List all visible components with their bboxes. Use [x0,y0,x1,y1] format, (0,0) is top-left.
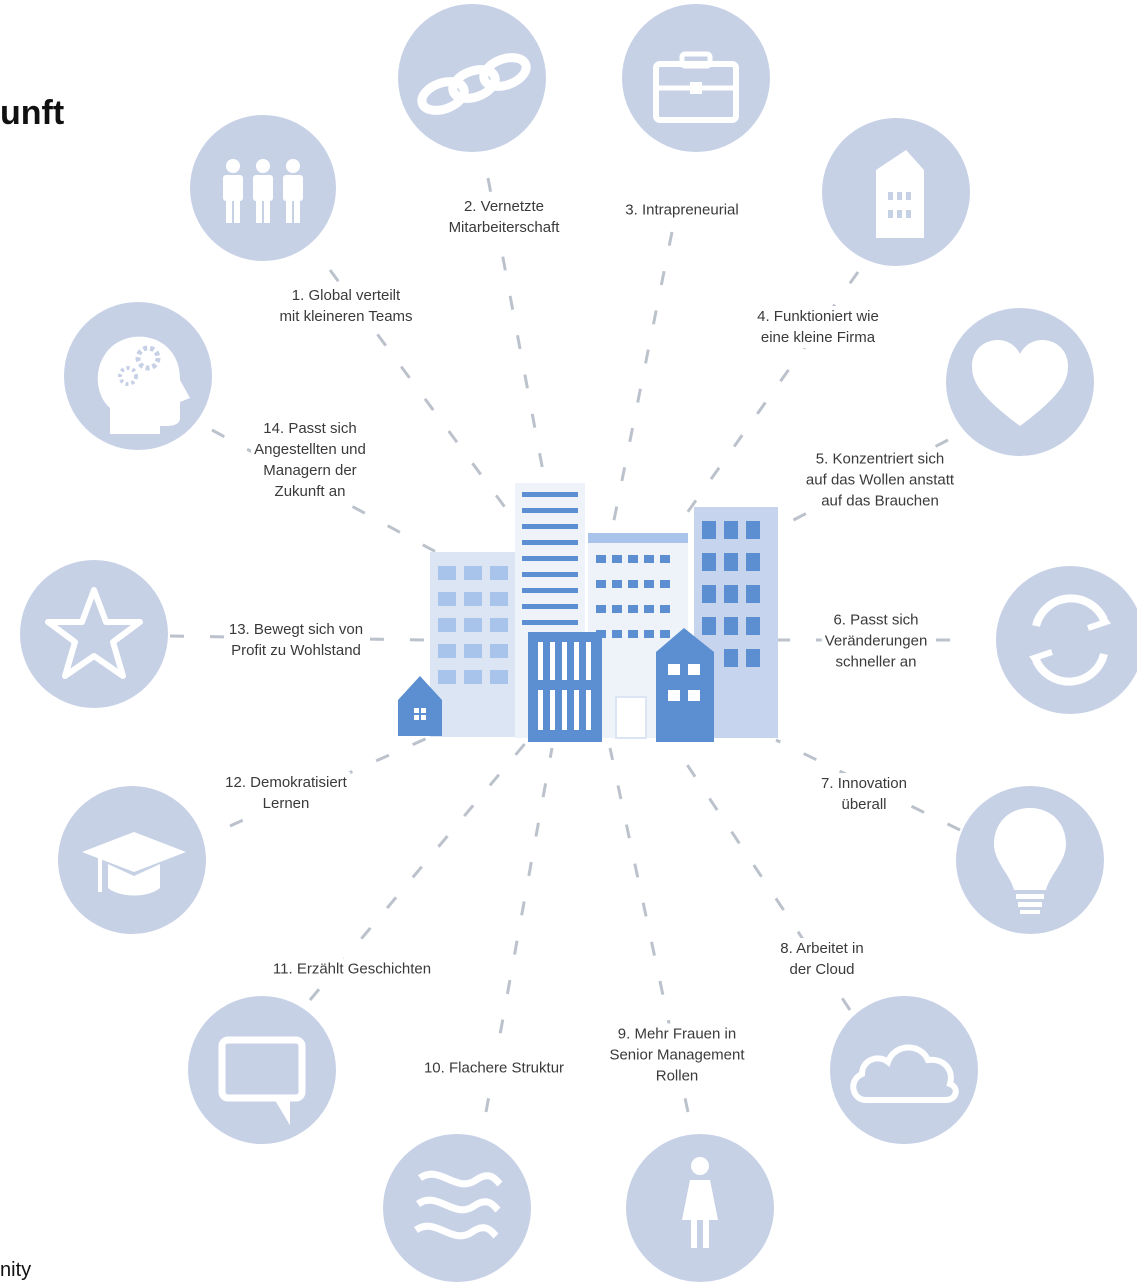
node-6-label-line-1: 6. Passt sich [833,611,919,629]
node-10-label: 10. Flachere Struktur [420,1057,568,1079]
node-5-label-line-2: auf das Wollen anstatt [805,471,955,489]
node-12-label-line-1: 12. Demokratisiert [225,774,347,791]
node-3-label: 3. Intrapreneurial [622,199,742,221]
node-13-circle [20,560,168,708]
building-middle-door [615,696,647,739]
house-right [656,628,714,742]
node-7-label: 7. Innovation überall [818,773,910,815]
head-gears-icon [97,336,190,434]
node-8-label: 8. Arbeitet in der Cloud [777,938,867,980]
lightbulb-icon [994,808,1066,914]
node-1-circle [190,115,336,261]
node-1-label-line-2: mit kleineren Teams [279,308,413,325]
refresh-icon [1029,594,1111,686]
building-right-windows [702,521,760,667]
node-10-label-line-1: 10. Flachere Struktur [423,1059,565,1077]
building-left-windows [438,566,508,684]
node-1-label-line-1: 1. Global verteilt [291,287,401,304]
waves-icon [413,1170,503,1240]
node-12-circle [58,786,206,934]
node-14-label-line-3: Managern der [263,462,357,479]
small-building-icon [876,150,924,238]
node-2-label: 2. Vernetzte Mitarbeiterschaft [445,196,563,238]
connector-line-3 [610,231,674,531]
node-9-label-line-3: Rollen [655,1067,699,1085]
node-14-label-line-2: Angestellten und [254,441,366,458]
node-4-label-line-2: eine kleine Firma [760,329,876,346]
node-6-label-line-3: schneller an [835,653,917,671]
node-14-label-line-4: Zukunft an [274,483,346,500]
node-9-label-line-1: 9. Mehr Frauen in [617,1025,737,1043]
central-city-illustration [398,483,778,742]
node-3-label-line-1: 3. Intrapreneurial [625,201,739,219]
building-middle-roof [588,533,688,543]
node-8-circle [830,996,978,1144]
briefcase-icon [653,51,739,123]
house-right-windows [668,664,700,701]
node-13-label: 13. Bewegt sich von Profit zu Wohlstand [225,619,367,661]
node-11-label-line-1: 11. Erzählt Geschichten [272,960,432,978]
people-icon [223,159,303,223]
node-9-label: 9. Mehr Frauen in Senior Management Roll… [606,1023,748,1087]
chain-link-icon [417,53,531,115]
node-9-label-line-2: Senior Management [609,1046,745,1064]
node-14-label-line-1: 14. Passt sich [263,420,357,437]
node-7-label-line-2: überall [841,796,887,813]
node-9-circle [626,1134,774,1282]
node-4-circle [822,118,970,266]
node-2-circle [398,4,546,152]
node-13-label-line-1: 13. Bewegt sich von [228,621,364,638]
node-2-label-line-2: Mitarbeiterschaft [448,219,560,236]
node-8-label-line-1: 8. Arbeitet in [780,940,864,957]
node-7-label-line-1: 7. Innovation [821,775,907,792]
node-6-label: 6. Passt sich Veränderungen schneller an [821,609,931,673]
node-12-label: 12. Demokratisiert Lernen [222,772,350,814]
node-5-circle [946,308,1094,456]
page-heading: unft [0,94,65,132]
node-12-label-line-2: Lernen [262,795,310,812]
building-front-block-stripes [538,642,591,730]
house-left [398,676,442,736]
building-tall-stripes [522,492,578,625]
node-8-label-line-2: der Cloud [789,961,855,978]
node-4-label-line-1: 4. Funktioniert wie [757,308,879,325]
node-5-label: 5. Konzentriert sich auf das Wollen anst… [802,448,958,512]
star-icon [45,587,143,679]
node-14-circle [64,302,212,450]
speech-bubble-icon [218,1036,306,1126]
node-7-circle [956,786,1104,934]
node-11-circle [188,996,336,1144]
node-11-label: 11. Erzählt Geschichten [269,958,435,980]
node-5-label-line-3: auf das Brauchen [821,492,939,510]
cloud-icon [850,1044,959,1103]
node-1-label: 1. Global verteilt mit kleineren Teams [276,285,416,327]
graduation-cap-icon [82,832,186,896]
heart-icon [972,340,1068,426]
connector-line-11 [308,739,530,1001]
node-3-circle [622,4,770,152]
node-4-label: 4. Funktioniert wie eine kleine Firma [754,306,882,348]
node-14-label: 14. Passt sich Angestellten und Managern… [251,418,369,502]
house-left-window [414,708,426,720]
node-6-label-line-2: Veränderungen [824,632,928,650]
node-10-circle [383,1134,531,1282]
node-2-label-line-1: 2. Vernetzte [463,198,545,215]
connector-line-7 [775,738,961,832]
woman-icon [682,1157,718,1248]
node-13-label-line-2: Profit zu Wohlstand [231,642,361,659]
footer-text-fragment: nity [0,1259,32,1281]
node-6-circle [996,566,1137,714]
node-5-label-line-1: 5. Konzentriert sich [815,450,945,468]
